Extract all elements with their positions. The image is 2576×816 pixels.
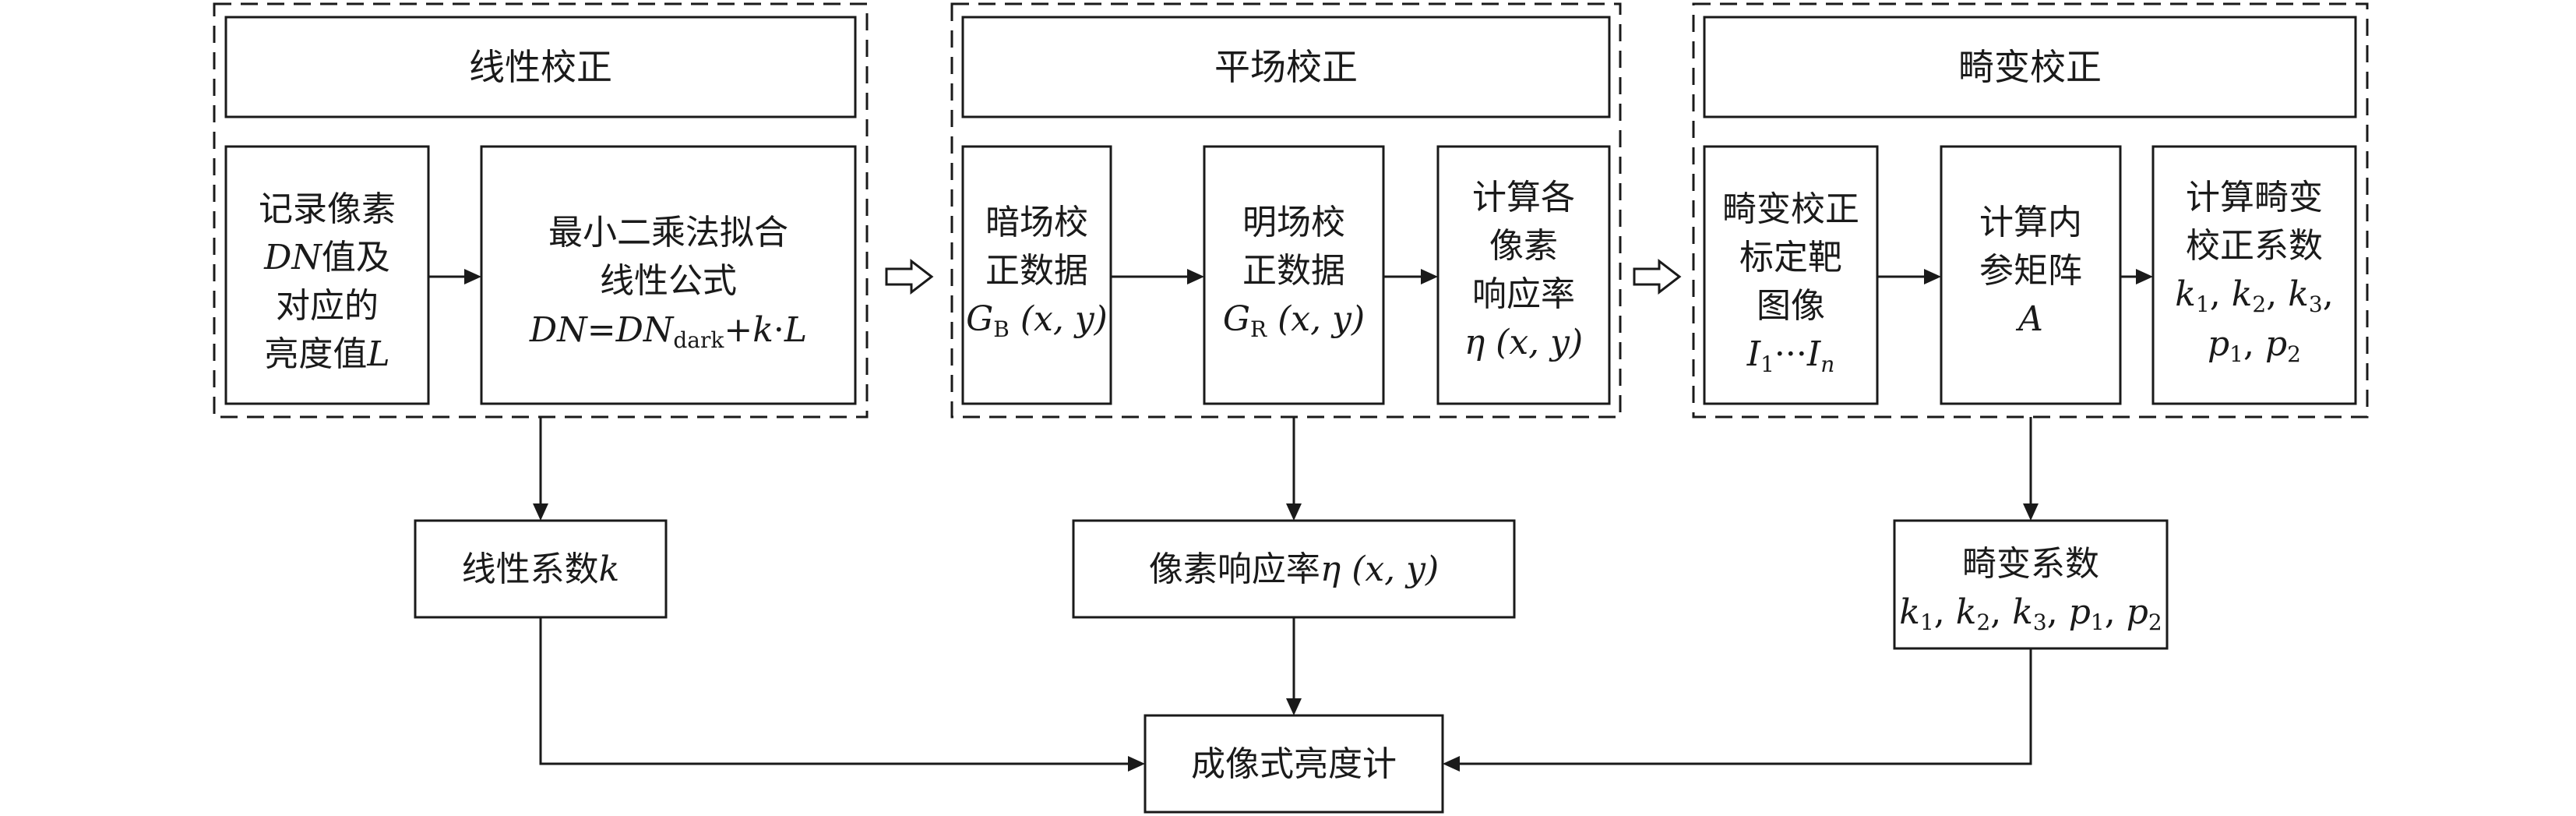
pixel-response-box bbox=[1072, 519, 1516, 619]
arrowhead-linear-down bbox=[533, 503, 548, 521]
hollow-arrow-linear-to-flat bbox=[885, 258, 934, 295]
flat-field-group bbox=[950, 2, 1622, 419]
luminance-meter-label: 成像式亮度计 bbox=[1191, 744, 1397, 784]
linear-correction-title-box bbox=[224, 16, 857, 118]
response-calc-line4: η (x, y) bbox=[1464, 323, 1583, 362]
dark-field-line2: 正数据 bbox=[985, 251, 1088, 291]
intrinsic-line1: 计算内 bbox=[1979, 203, 2082, 242]
arrow-distortion-to-meter bbox=[1458, 648, 2032, 765]
distortion-coefficient-label: 畸变系数 bbox=[1962, 544, 2099, 584]
arrowhead-distortion-to-meter bbox=[1443, 756, 1460, 772]
distortion-title-box bbox=[1703, 16, 2357, 118]
arrowhead-bright-to-response bbox=[1421, 269, 1438, 284]
coeff-calc-line3: k1, k2, k3, bbox=[2175, 274, 2333, 317]
coeff-calc-line2: 校正系数 bbox=[2186, 226, 2323, 266]
coeff-calc-line1: 计算畸变 bbox=[2186, 178, 2323, 217]
arrowhead-linear-to-meter bbox=[1128, 756, 1145, 772]
arrowhead-dark-to-bright bbox=[1187, 269, 1204, 284]
record-dn-box bbox=[224, 145, 430, 405]
coeff-calc-box bbox=[2151, 145, 2357, 405]
arrowhead-distortion-down bbox=[2023, 503, 2039, 521]
arrowhead-pixel-to-meter bbox=[1286, 698, 1302, 715]
flat-field-title-box bbox=[961, 16, 1611, 118]
response-calc-box bbox=[1436, 145, 1611, 405]
bright-field-box bbox=[1203, 145, 1385, 405]
dark-field-formula: GB (x, y) bbox=[966, 299, 1108, 342]
flat-field-title: 平场校正 bbox=[1214, 46, 1358, 88]
target-image-line2: 标定靶 bbox=[1739, 238, 1842, 277]
target-image-line3: 图像 bbox=[1757, 286, 1825, 326]
bright-field-line2: 正数据 bbox=[1242, 251, 1345, 291]
arrowhead-record-to-lsq bbox=[464, 269, 481, 284]
target-image-box bbox=[1703, 145, 1879, 405]
arrow-linear-to-meter bbox=[539, 617, 1129, 765]
intrinsic-matrix-box bbox=[1940, 145, 2122, 405]
linear-coefficient-label: 线性系数k bbox=[462, 549, 620, 589]
hollow-arrow-flat-to-distortion bbox=[1633, 258, 1682, 295]
least-squares-line2: 线性公式 bbox=[600, 261, 737, 301]
dark-field-line1: 暗场校 bbox=[985, 203, 1088, 242]
bright-field-formula: GR (x, y) bbox=[1223, 299, 1365, 342]
intrinsic-line3: A bbox=[2015, 299, 2043, 339]
dark-field-box bbox=[961, 145, 1112, 405]
bright-field-line1: 明场校 bbox=[1242, 203, 1345, 242]
arrowhead-target-to-intrinsic bbox=[1924, 269, 1941, 284]
luminance-meter-box bbox=[1144, 714, 1444, 814]
coeff-calc-line4: p1, p2 bbox=[2208, 324, 2301, 367]
target-image-line1: 畸变校正 bbox=[1722, 189, 1859, 229]
pixel-response-label: 像素响应率η (x, y) bbox=[1149, 549, 1439, 589]
record-dn-line3: 对应的 bbox=[276, 286, 379, 326]
arrowhead-intrinsic-to-coeff bbox=[2136, 269, 2153, 284]
target-image-line4: I1···In bbox=[1746, 334, 1835, 377]
distortion-group bbox=[1692, 2, 2369, 419]
least-squares-formula: DN=DNdark+k·L bbox=[529, 310, 807, 353]
record-dn-line1: 记录像素 bbox=[259, 189, 396, 229]
record-dn-line4: 亮度值L bbox=[264, 334, 389, 374]
distortion-coefficient-values: k1, k2, k3, p1, p2 bbox=[1899, 592, 2162, 635]
response-calc-line3: 响应率 bbox=[1472, 274, 1575, 314]
distortion-coefficient-box bbox=[1893, 519, 2169, 650]
distortion-title: 畸变校正 bbox=[1958, 46, 2102, 88]
arrowhead-flat-down bbox=[1286, 503, 1302, 521]
least-squares-box bbox=[480, 145, 857, 405]
linear-correction-title: 线性校正 bbox=[469, 46, 612, 88]
response-calc-line1: 计算各 bbox=[1472, 178, 1575, 217]
response-calc-line2: 像素 bbox=[1489, 226, 1558, 266]
least-squares-line1: 最小二乘法拟合 bbox=[548, 213, 788, 253]
intrinsic-line2: 参矩阵 bbox=[1979, 251, 2082, 291]
record-dn-line2: DN值及 bbox=[263, 238, 390, 277]
